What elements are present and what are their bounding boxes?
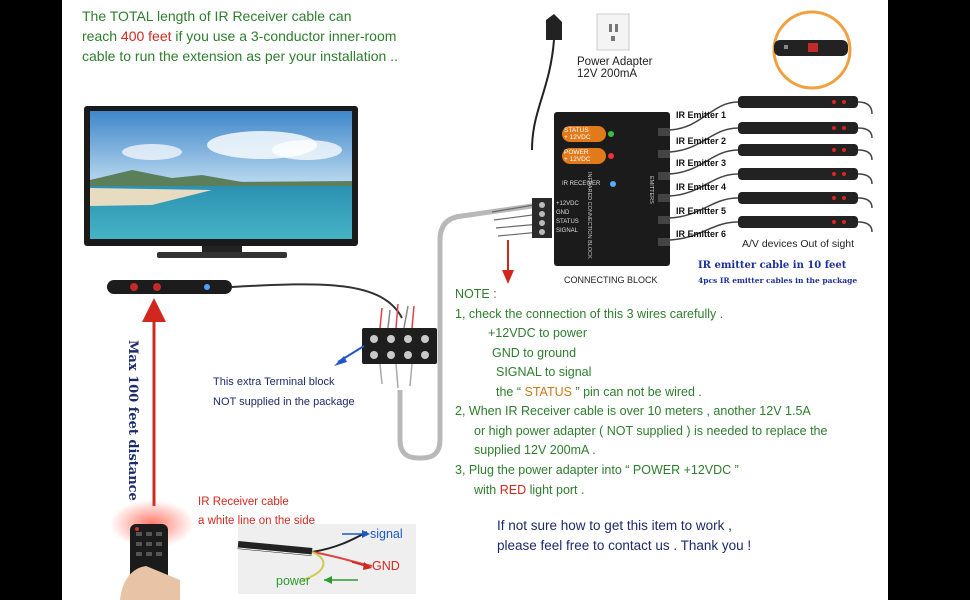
emitter-label-4: IR Emitter 4 — [676, 182, 727, 192]
receiver-cable-subtitle: a white line on the side — [198, 515, 315, 527]
note-item-1: 1, check the connection of this 3 wires … — [455, 307, 724, 321]
header-400-feet: 400 feet — [120, 28, 172, 44]
note-item-3-line-1: 3, Plug the power adapter into “ POWER +… — [455, 463, 739, 477]
wire-label-gnd: GND — [372, 559, 400, 573]
status-port-label: STATUS+ 12VDC — [564, 127, 591, 141]
terminal-block-icon — [362, 303, 437, 389]
power-port-label: POWER+ 12VDC — [564, 149, 591, 163]
receiver-cable-title: IR Receiver cable — [198, 496, 289, 508]
note-item-2-line-1: 2, When IR Receiver cable is over 10 met… — [455, 404, 811, 418]
block-side-text-1: INFRARED CONNECTION BLOCK — [586, 172, 592, 259]
emitter-label-6: IR Emitter 6 — [676, 229, 727, 239]
emitter-label-3: IR Emitter 3 — [676, 158, 727, 168]
max-distance-label: Max 100 feet distance — [125, 340, 140, 501]
contact-line-2: please feel free to contact us . Thank y… — [497, 538, 752, 553]
block-side-text-2: EMITTERS — [648, 176, 654, 204]
note-item-3-line-2: with RED light port . — [474, 483, 585, 497]
connecting-block-label: CONNECTING BLOCK — [564, 275, 658, 285]
emitter-zoom-icon — [772, 10, 852, 90]
note-item-1b: GND to ground — [492, 346, 577, 360]
connecting-block-icon — [532, 112, 670, 266]
emitter-cable-caption: IR emitter cable in 10 feet — [698, 260, 847, 271]
power-adapter-icon — [531, 13, 630, 151]
wiring-diagram — [84, 10, 873, 600]
header-line-1: The TOTAL length of IR Receiver cable ca… — [82, 8, 352, 24]
emitter-package-caption: 4pcs IR emitter cables in the package — [698, 276, 858, 285]
header-line-3: cable to run the extension as per your i… — [82, 48, 398, 64]
note-item-1d: the “ STATUS ” pin can not be wired . — [496, 385, 702, 399]
ir-receiver-eye-icon — [107, 280, 232, 294]
diagram-canvas: The TOTAL length of IR Receiver cable ca… — [62, 0, 888, 600]
status-pin-word: STATUS — [524, 385, 572, 399]
av-devices-caption: A/V devices Out of sight — [742, 238, 855, 250]
contact-line-1: If not sure how to get this item to work… — [497, 518, 732, 533]
note-item-2-line-3: supplied 12V 200mA . — [474, 443, 596, 457]
receiver-cable-photo — [237, 524, 416, 594]
note-heading: NOTE : — [455, 287, 497, 301]
ir-receiver-port-label: IR RECEIVER — [562, 181, 601, 187]
terminal-labels: +12VDC GND STATUS SIGNAL — [556, 201, 579, 234]
ir-emitters-icon — [669, 101, 739, 241]
red-word: RED — [499, 483, 527, 497]
note-item-2-line-2: or high power adapter ( NOT supplied ) i… — [474, 424, 828, 438]
tv-icon — [84, 106, 358, 258]
power-adapter-label: Power Adapter 12V 200mA — [577, 56, 653, 80]
note-item-1c: SIGNAL to signal — [496, 365, 592, 379]
wire-label-signal: signal — [370, 527, 403, 541]
emitter-label-2: IR Emitter 2 — [676, 136, 727, 146]
remote-control-icon — [110, 500, 194, 600]
emitter-label-5: IR Emitter 5 — [676, 206, 727, 216]
note-item-1a: +12VDC to power — [488, 326, 588, 340]
emitter-label-1: IR Emitter 1 — [676, 110, 727, 120]
header-line-2: reach 400 feet if you use a 3-conductor … — [82, 28, 397, 44]
wire-label-power: power — [276, 574, 311, 588]
terminal-block-caption: This extra Terminal block NOT supplied i… — [213, 376, 355, 408]
